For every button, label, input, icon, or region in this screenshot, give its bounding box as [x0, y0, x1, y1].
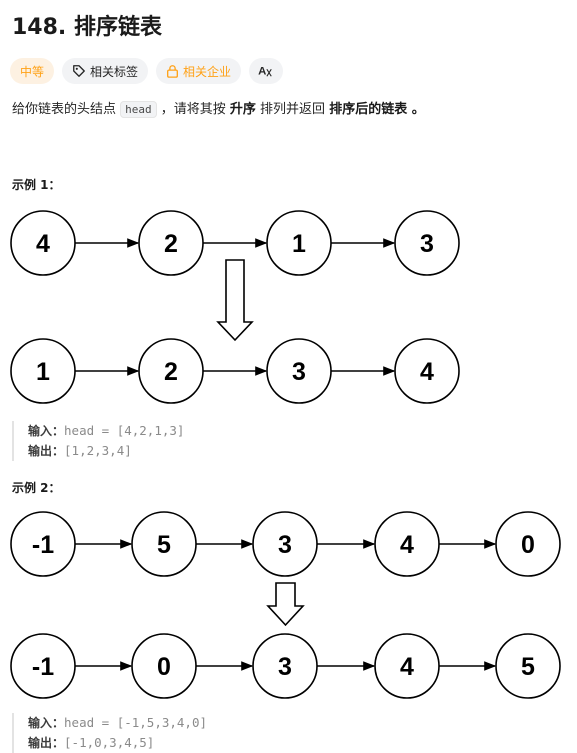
example2-input-value: head = [-1,5,3,4,0]	[64, 715, 208, 730]
problem-title: 148. 排序链表	[12, 15, 162, 40]
example1-input-value: head = [4,2,1,3]	[64, 423, 185, 438]
example2-before-node-label-3: 3	[278, 531, 292, 559]
example1-before-list: 4 2 1 3	[10, 210, 460, 276]
example1-after-node-label-2: 2	[164, 358, 178, 386]
example1-after-node-label-4: 4	[420, 358, 434, 386]
example1-io: 输入：head = [4,2,1,3] 输出：[1,2,3,4]	[12, 421, 184, 461]
desc-code-head: head	[120, 101, 157, 118]
example1-before-node-label-3: 1	[292, 230, 306, 258]
related-tags-label: 相关标签	[90, 64, 139, 79]
example2-after-node-label-3: 3	[278, 653, 292, 681]
example2-after-node-label-4: 4	[400, 653, 414, 681]
example2-before-node-label-5: 0	[521, 531, 535, 559]
example1-after-list: 1 2 3 4	[10, 338, 460, 404]
example1-after-node-label-3: 3	[292, 358, 306, 386]
example2-before-node-label-1: -1	[32, 531, 54, 559]
example2-after-node-5	[495, 633, 561, 699]
example1-output-value: [1,2,3,4]	[64, 443, 132, 458]
problem-description: 给你链表的头结点 head ，请将其按 升序 排列并返回 排序后的链表 。	[12, 98, 425, 122]
example1-before-node-label-4: 3	[420, 230, 434, 258]
related-tags-button[interactable]: 相关标签	[62, 58, 149, 84]
desc-part4: 。	[407, 102, 425, 117]
example2-input-label: 输入：	[28, 716, 65, 730]
svg-text:A: A	[258, 66, 266, 78]
translate-icon: A	[258, 64, 274, 78]
desc-bold-ascending: 升序	[229, 102, 256, 117]
example2-after-node-label-5: 5	[521, 653, 535, 681]
translate-button[interactable]: A	[249, 58, 284, 84]
example2-before-node-5	[495, 511, 561, 577]
example2-after-list: -1 0 3 4 5	[10, 633, 561, 699]
sort-down-arrow-2	[266, 582, 305, 627]
example2-output-label: 输出：	[28, 736, 65, 750]
tag-row: 中等 相关标签 相关企业 A	[10, 58, 284, 84]
example1-before-node-label-1: 4	[36, 230, 50, 258]
example1-output-label: 输出：	[28, 444, 65, 458]
example2-output-value: [-1,0,3,4,5]	[64, 735, 155, 750]
desc-part2: ，请将其按	[156, 102, 230, 117]
sort-down-arrow-1	[216, 259, 254, 342]
tag-icon	[72, 64, 86, 78]
example1-input-label: 输入：	[28, 424, 65, 438]
example2-before-node-label-2: 5	[157, 531, 171, 559]
related-companies-button[interactable]: 相关企业	[156, 58, 242, 84]
desc-part1: 给你链表的头结点	[12, 102, 121, 117]
example1-after-node-4	[394, 338, 460, 404]
desc-bold-sorted-list: 排序后的链表	[329, 102, 408, 117]
related-companies-label: 相关企业	[183, 64, 232, 79]
example1-before-node-4	[394, 210, 460, 276]
example2-before-node-label-4: 4	[400, 531, 414, 559]
example1-before-node-label-2: 2	[164, 230, 178, 258]
example1-after-node-label-1: 1	[36, 358, 50, 386]
example2-io: 输入：head = [-1,5,3,4,0] 输出：[-1,0,3,4,5]	[12, 713, 207, 753]
example2-after-node-label-1: -1	[32, 653, 54, 681]
example2-after-node-label-2: 0	[157, 653, 171, 681]
lock-icon	[166, 64, 179, 78]
example1-title: 示例 1：	[12, 178, 61, 192]
example2-title: 示例 2：	[12, 481, 61, 495]
desc-part3: 排列并返回	[255, 102, 330, 117]
difficulty-badge[interactable]: 中等	[10, 58, 55, 84]
difficulty-label: 中等	[20, 64, 45, 79]
example2-before-list: -1 5 3 4 0	[10, 511, 561, 577]
